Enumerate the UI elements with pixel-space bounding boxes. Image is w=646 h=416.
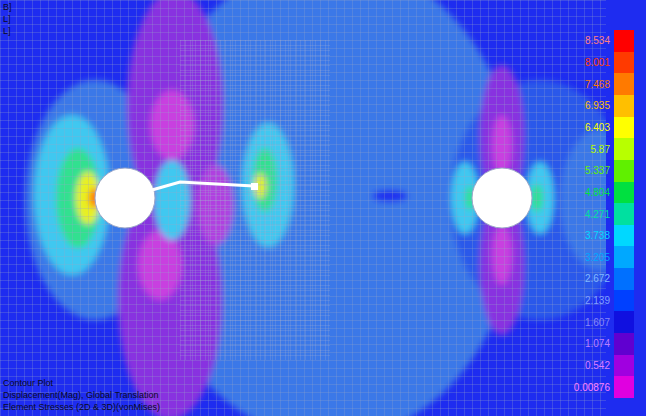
legend-value: 3.738 (585, 230, 610, 241)
legend-value: 8.534 (585, 35, 610, 46)
legend-value: 6.935 (585, 100, 610, 111)
view-tag: B] (3, 2, 12, 12)
hole (472, 168, 532, 228)
legend-value: 0.00876 (574, 382, 610, 393)
legend-value: 1.074 (585, 338, 610, 349)
legend-swatch (614, 73, 634, 95)
legend-swatch (614, 138, 634, 160)
legend-value: 3.205 (585, 252, 610, 263)
legend-swatch (614, 355, 634, 377)
legend-value: 2.139 (585, 295, 610, 306)
legend-swatch (614, 268, 634, 290)
legend-value: 4.271 (585, 209, 610, 220)
legend-swatch (614, 333, 634, 355)
legend-value: 7.468 (585, 79, 610, 90)
legend-swatch (614, 203, 634, 225)
mesh (0, 0, 606, 416)
legend-panel (606, 28, 646, 400)
legend-value: 5.87 (591, 144, 610, 155)
legend-value: 6.403 (585, 122, 610, 133)
legend-swatch (614, 246, 634, 268)
legend-value: 0.542 (585, 360, 610, 371)
view-tag: L] (3, 14, 11, 24)
legend-value: 4.804 (585, 187, 610, 198)
legend-value: 8.001 (585, 57, 610, 68)
legend-swatch (614, 225, 634, 247)
legend-swatch (614, 290, 634, 312)
plot-info: Contour Plot (3, 378, 53, 388)
legend-swatch (614, 311, 634, 333)
legend-swatch (614, 95, 634, 117)
legend-swatch (614, 117, 634, 139)
legend-swatch (614, 30, 634, 52)
legend-swatch (614, 182, 634, 204)
legend-value: 5.337 (585, 165, 610, 176)
view-tag: L] (3, 26, 11, 36)
crack-tip (251, 183, 258, 190)
crack (152, 182, 254, 190)
plot-info: Displacement(Mag), Global Translation (3, 390, 159, 400)
hole (95, 168, 155, 228)
legend-value: 1.607 (585, 317, 610, 328)
legend-swatch (614, 160, 634, 182)
legend-swatch (614, 52, 634, 74)
legend-value: 2.672 (585, 273, 610, 284)
plot-info: Element Stresses (2D & 3D)(vonMises) (3, 402, 160, 412)
refined-mesh (180, 40, 330, 360)
legend-swatch (614, 376, 634, 398)
